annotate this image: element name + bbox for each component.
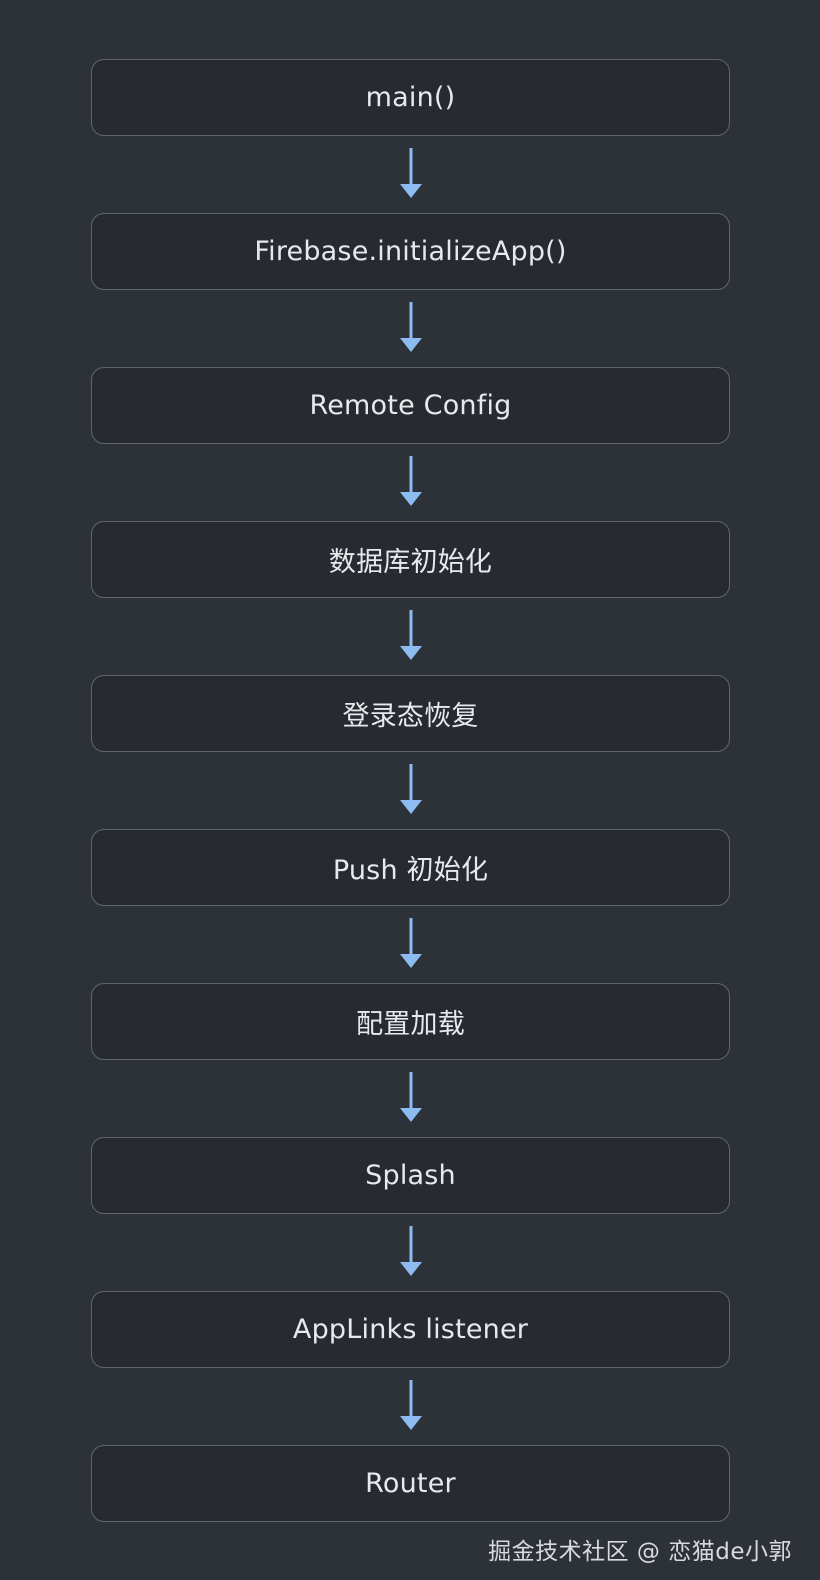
step-label: main() [365,82,456,113]
step-main: main() [91,59,730,136]
down-arrow-icon [91,290,730,367]
down-arrow-icon [91,906,730,983]
down-arrow-icon [91,598,730,675]
down-arrow-icon [91,1060,730,1137]
step-label: Router [365,1468,456,1499]
step-login-restore: 登录态恢复 [91,675,730,752]
down-arrow-icon [91,136,730,213]
step-label: AppLinks listener [292,1314,529,1345]
step-push-init: Push 初始化 [91,829,730,906]
startup-flow-diagram: main() Firebase.initializeApp() Remote C… [91,59,730,1522]
step-label: 登录态恢复 [342,701,479,732]
down-arrow-icon [91,752,730,829]
step-firebase-init: Firebase.initializeApp() [91,213,730,290]
step-config-load: 配置加载 [91,983,730,1060]
step-remote-config: Remote Config [91,367,730,444]
down-arrow-icon [91,444,730,521]
step-splash: Splash [91,1137,730,1214]
step-label: Remote Config [309,390,512,421]
watermark: 掘金技术社区 @ 恋猫de小郭 [488,1539,792,1565]
step-applinks-listener: AppLinks listener [91,1291,730,1368]
step-label: Push 初始化 [332,855,489,886]
step-router: Router [91,1445,730,1522]
down-arrow-icon [91,1214,730,1291]
step-label: 配置加载 [356,1009,465,1040]
down-arrow-icon [91,1368,730,1445]
step-label: Firebase.initializeApp() [254,236,567,267]
step-label: 数据库初始化 [328,547,493,578]
step-database-init: 数据库初始化 [91,521,730,598]
step-label: Splash [365,1160,456,1191]
